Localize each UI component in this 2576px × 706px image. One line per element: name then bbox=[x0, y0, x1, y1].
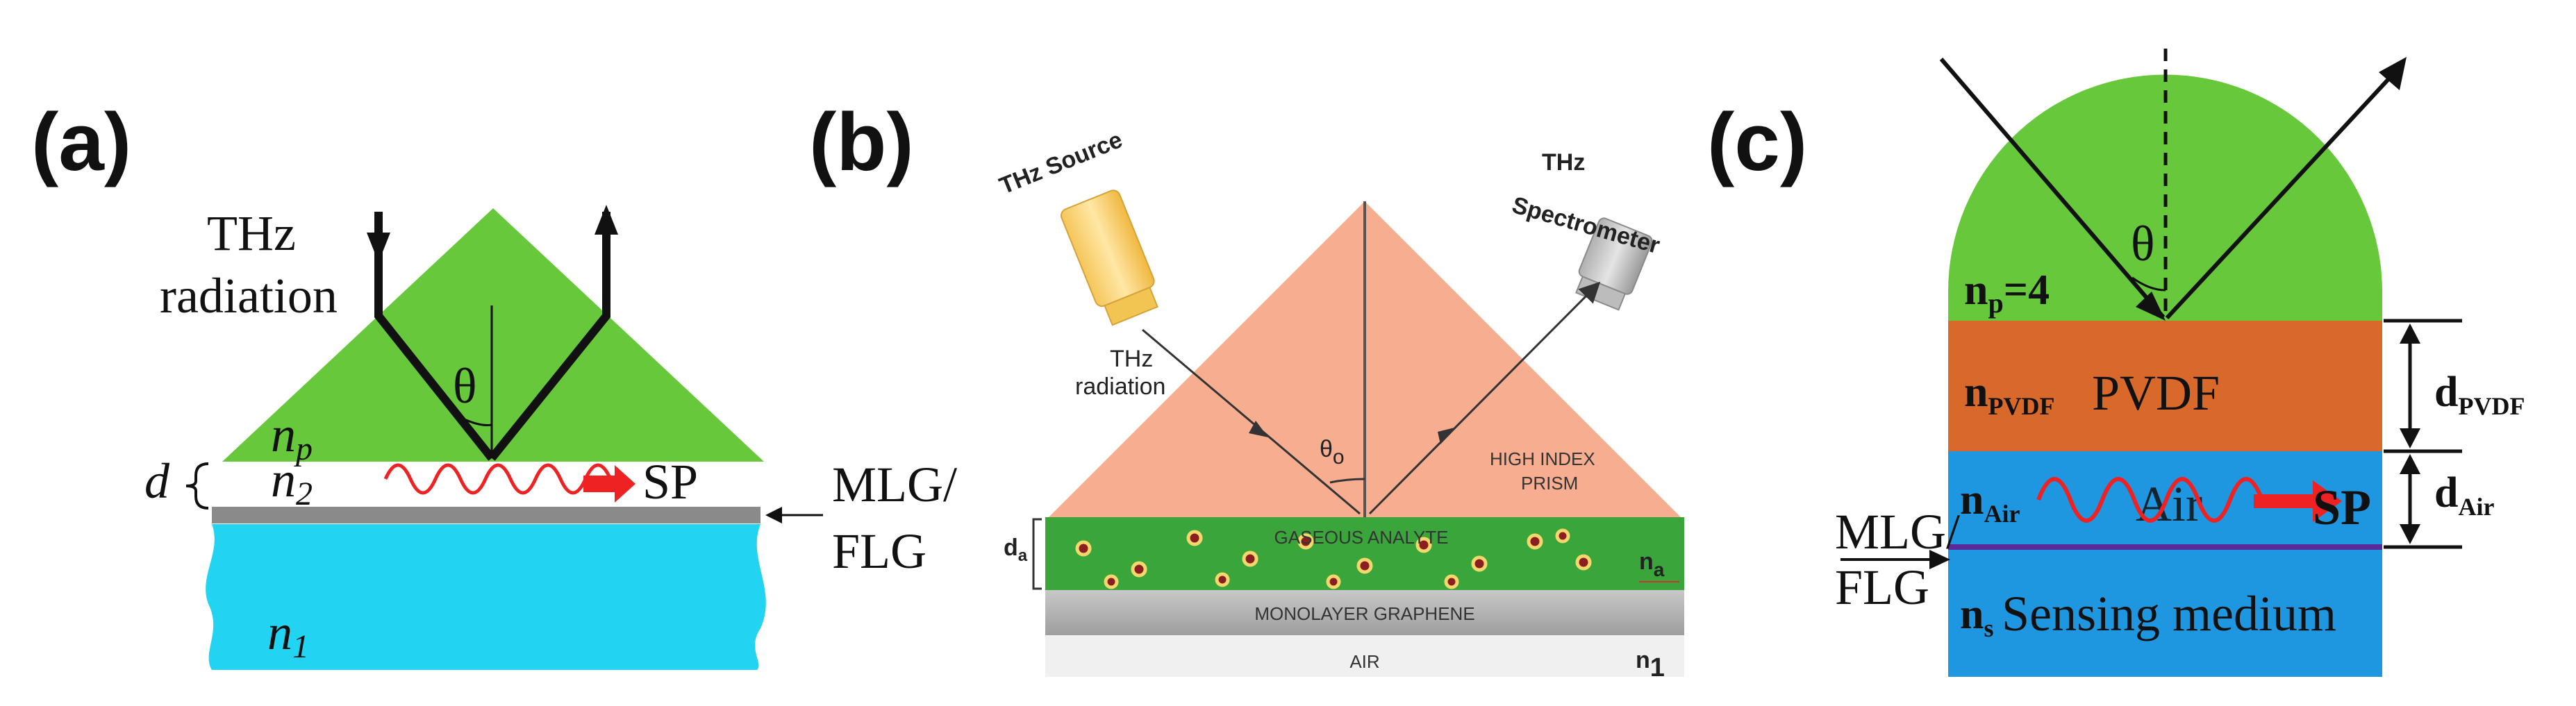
air-label-b: AIR bbox=[1349, 651, 1379, 672]
sp-label-a: SP bbox=[642, 454, 698, 510]
reflected-beam-a bbox=[488, 212, 610, 461]
da-bracket bbox=[1032, 518, 1042, 590]
radiation-label-line2: radiation bbox=[1075, 373, 1165, 400]
prism-label-line1: HIGH INDEX bbox=[1490, 448, 1595, 469]
thz-label-line2: radiation bbox=[160, 268, 338, 323]
thz-source-label: THz Source bbox=[996, 126, 1127, 199]
incident-beam-c bbox=[1939, 58, 2166, 319]
thz-source-icon bbox=[1061, 190, 1158, 326]
sp-arrow-c bbox=[2254, 480, 2342, 522]
dpvdf-arrow-bottom bbox=[2400, 428, 2420, 448]
graphene-layer bbox=[212, 507, 761, 523]
pvdf-layer bbox=[1948, 321, 2382, 451]
air-layer bbox=[1045, 635, 1684, 677]
theta-o-label: θo bbox=[1320, 436, 1345, 469]
thz-label-line1: THz bbox=[207, 205, 296, 261]
nair-label: nAir bbox=[1960, 476, 2020, 528]
graphene-label-c-line2: FLG bbox=[1835, 560, 1929, 615]
sp-wave-c bbox=[2036, 477, 2264, 523]
graphene-label-a-line1: MLG/ bbox=[832, 457, 957, 512]
radiation-label-line1: THz bbox=[1110, 346, 1153, 372]
pvdf-text: PVDF bbox=[2092, 365, 2220, 421]
npvdf-label: nPVDF bbox=[1964, 369, 2054, 420]
n1-label-b: n1 bbox=[1636, 647, 1665, 682]
analyte-layer bbox=[1045, 517, 1684, 590]
n2-label-a: n2 bbox=[271, 452, 313, 512]
sensing-medium-layer bbox=[1948, 547, 2382, 677]
reflected-beam-c bbox=[2165, 67, 2400, 320]
dair-arrow-bottom bbox=[2400, 524, 2420, 544]
substrate-n1 bbox=[206, 524, 766, 670]
panel-b: (b) bbox=[809, 96, 1684, 682]
graphene-pointer-c-head bbox=[1929, 550, 1950, 569]
theta-a: θ bbox=[453, 358, 477, 414]
dpvdf-label: dPVDF bbox=[2434, 369, 2525, 420]
up-arrow-icon bbox=[595, 205, 618, 235]
dair-arrow-top bbox=[2400, 454, 2420, 474]
panel-b-label: (b) bbox=[809, 96, 914, 188]
sp-wave-a bbox=[383, 463, 613, 495]
analyte-label: GASEOUS ANALYTE bbox=[1274, 527, 1449, 548]
angle-arc-c bbox=[2132, 276, 2166, 292]
reflected-beam-b bbox=[1368, 281, 1601, 515]
reflected-arrow-b bbox=[1438, 427, 1457, 444]
analyte-particles bbox=[1075, 528, 1592, 589]
ns-label: ns bbox=[1960, 591, 1994, 642]
theta-c: θ bbox=[2131, 216, 2155, 271]
panel-a: (a) THz radiation θ np n2 n1 d bbox=[31, 96, 957, 670]
graphene-label-a-line2: FLG bbox=[832, 523, 926, 579]
incident-beam-b bbox=[1142, 328, 1361, 515]
panel-c: (c) θ np=4 nPVDF PVDF nAir Air bbox=[1707, 49, 2525, 677]
incident-arrow-c bbox=[2136, 292, 2166, 321]
sp-arrow-a bbox=[583, 465, 635, 503]
na-label: na bbox=[1639, 548, 1665, 580]
reflected-arrow-c bbox=[2379, 57, 2407, 90]
sensing-medium-text: Sensing medium bbox=[2002, 586, 2336, 641]
da-label: da bbox=[1004, 535, 1028, 565]
spectrometer-label-line2: Spectrometer bbox=[1509, 192, 1663, 259]
prism-label-line2: PRISM bbox=[1521, 473, 1578, 494]
np-label-c: np=4 bbox=[1964, 267, 2050, 319]
angle-arc-b bbox=[1329, 478, 1365, 484]
panel-a-label: (a) bbox=[31, 96, 131, 188]
incident-arrow-b bbox=[1249, 421, 1268, 437]
brace-a bbox=[185, 462, 209, 510]
sp-label-c: SP bbox=[2313, 480, 2371, 535]
down-arrow-icon bbox=[367, 233, 390, 262]
dpvdf-arrow-top bbox=[2400, 323, 2420, 344]
graphene-label-b: MONOLAYER GRAPHENE bbox=[1254, 603, 1474, 624]
n1-label-a: n1 bbox=[267, 605, 309, 665]
prism-a bbox=[222, 208, 764, 462]
spectrometer-label-line1: THz bbox=[1542, 149, 1585, 176]
graphene-layer-c bbox=[1948, 544, 2382, 550]
angle-arc-a bbox=[458, 415, 492, 426]
graphene-layer-b bbox=[1045, 590, 1684, 635]
graphene-label-c-line1: MLG/ bbox=[1835, 504, 1960, 560]
d-label-a: d bbox=[144, 453, 170, 509]
dair-label: dAir bbox=[2434, 469, 2494, 521]
np-label-a: np bbox=[271, 407, 313, 467]
panel-c-label: (c) bbox=[1707, 96, 1807, 188]
